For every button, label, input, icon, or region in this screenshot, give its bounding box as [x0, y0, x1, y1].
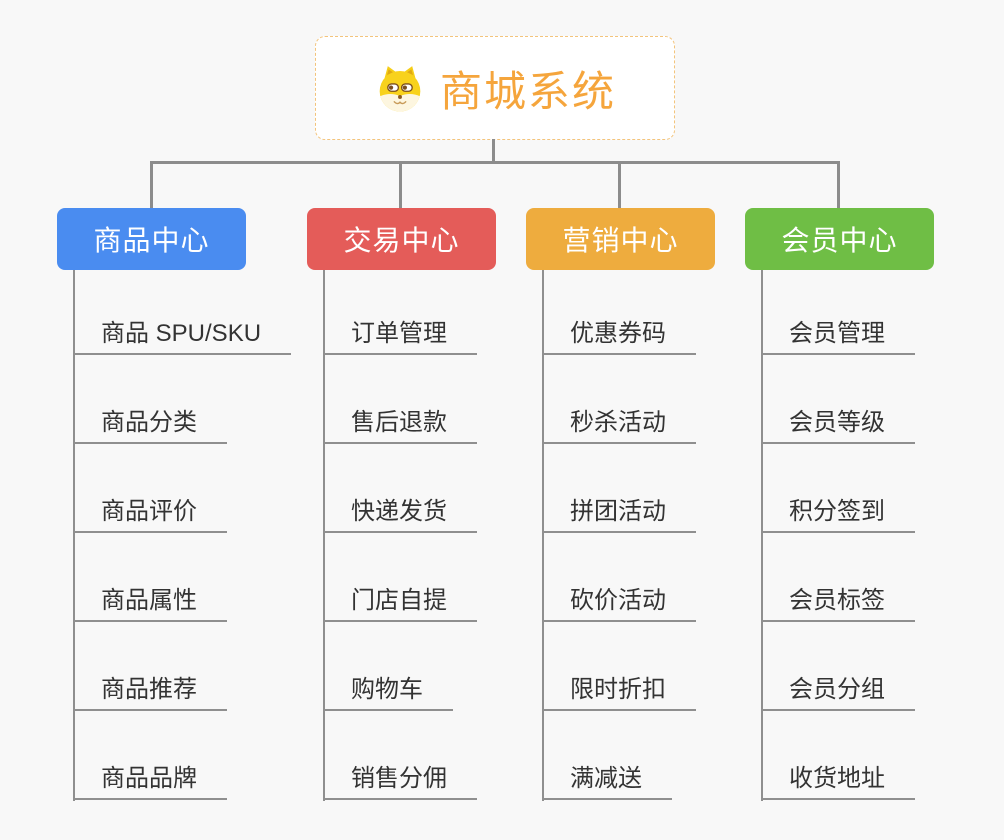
topic-item-label: 订单管理 [351, 319, 447, 347]
topic-item-label: 会员等级 [789, 408, 885, 436]
topic-item[interactable]: 商品分类 [73, 355, 227, 444]
topic-item[interactable]: 砍价活动 [542, 533, 696, 622]
topic-item[interactable]: 满减送 [542, 711, 672, 800]
branch-node-marketing-center[interactable]: 营销中心 [526, 208, 715, 270]
topic-item-label: 会员标签 [789, 586, 885, 614]
topic-item[interactable]: 商品品牌 [73, 711, 227, 800]
connector-drop-member [837, 161, 840, 208]
topic-item-label: 商品 SPU/SKU [101, 319, 262, 347]
topic-item[interactable]: 积分签到 [761, 444, 915, 533]
topic-item[interactable]: 限时折扣 [542, 622, 696, 711]
branch-label: 商品中心 [93, 225, 210, 256]
root-title: 商城系统 [439, 67, 616, 115]
branch-items: 订单管理 售后退款 快递发货 门店自提 购物车 销售分佣 [323, 270, 477, 800]
topic-item-label: 商品分类 [101, 408, 197, 436]
topic-item-label: 商品属性 [101, 586, 197, 614]
topic-item-label: 满减送 [570, 764, 642, 792]
topic-item-label: 砍价活动 [570, 586, 666, 614]
topic-item[interactable]: 秒杀活动 [542, 355, 696, 444]
topic-item-label: 限时折扣 [570, 675, 666, 703]
branch-spine [542, 270, 544, 801]
topic-item-label: 商品品牌 [101, 764, 197, 792]
branch-spine [761, 270, 763, 801]
connector-root-drop [492, 139, 495, 162]
topic-item[interactable]: 商品 SPU/SKU [73, 270, 292, 355]
branch-marketing-center: 营销中心 优惠券码 秒杀活动 拼团活动 砍价活动 限时折扣 满减送 [526, 208, 766, 801]
topic-item[interactable]: 售后退款 [323, 355, 477, 444]
shiba-dog-icon [379, 66, 421, 112]
topic-item-label: 商品评价 [101, 497, 197, 525]
branch-label: 交易中心 [343, 225, 460, 256]
topic-item[interactable]: 会员管理 [761, 270, 915, 355]
topic-item-label: 门店自提 [351, 586, 447, 614]
connector-drop-marketing [618, 161, 621, 208]
connector-drop-trade [399, 161, 402, 208]
topic-item[interactable]: 收货地址 [761, 711, 915, 800]
topic-item-label: 会员分组 [789, 675, 885, 703]
topic-item[interactable]: 门店自提 [323, 533, 477, 622]
topic-item-label: 购物车 [351, 675, 423, 703]
topic-item-label: 积分签到 [789, 497, 885, 525]
branch-product-center: 商品中心 商品 SPU/SKU 商品分类 商品评价 商品属性 商品推荐 商品品牌 [57, 208, 297, 801]
connector-trunk [150, 161, 839, 164]
branch-node-trade-center[interactable]: 交易中心 [307, 208, 496, 270]
topic-item[interactable]: 会员标签 [761, 533, 915, 622]
topic-item-label: 收货地址 [789, 764, 885, 792]
topic-item[interactable]: 销售分佣 [323, 711, 477, 800]
branch-node-member-center[interactable]: 会员中心 [745, 208, 934, 270]
branch-items: 商品 SPU/SKU 商品分类 商品评价 商品属性 商品推荐 商品品牌 [73, 270, 292, 800]
topic-item[interactable]: 订单管理 [323, 270, 477, 355]
branch-trade-center: 交易中心 订单管理 售后退款 快递发货 门店自提 购物车 销售分佣 [307, 208, 547, 801]
topic-item[interactable]: 快递发货 [323, 444, 477, 533]
topic-item[interactable]: 商品属性 [73, 533, 227, 622]
topic-item-label: 拼团活动 [570, 497, 666, 525]
topic-item-label: 会员管理 [789, 319, 885, 347]
connector-drop-product [150, 161, 153, 208]
topic-item-label: 快递发货 [351, 497, 447, 525]
topic-item[interactable]: 商品评价 [73, 444, 227, 533]
topic-item-label: 销售分佣 [351, 764, 447, 792]
branch-label: 会员中心 [781, 225, 898, 256]
branch-items: 会员管理 会员等级 积分签到 会员标签 会员分组 收货地址 [761, 270, 915, 800]
branch-spine [323, 270, 325, 801]
topic-item[interactable]: 拼团活动 [542, 444, 696, 533]
topic-item[interactable]: 会员等级 [761, 355, 915, 444]
branch-node-product-center[interactable]: 商品中心 [57, 208, 246, 270]
topic-item-label: 优惠券码 [570, 319, 666, 347]
branch-spine [73, 270, 75, 801]
topic-item[interactable]: 优惠券码 [542, 270, 696, 355]
topic-item[interactable]: 会员分组 [761, 622, 915, 711]
branch-items: 优惠券码 秒杀活动 拼团活动 砍价活动 限时折扣 满减送 [542, 270, 696, 800]
root-node-mall-system[interactable]: 商城系统 [315, 36, 675, 140]
topic-item[interactable]: 商品推荐 [73, 622, 227, 711]
branch-label: 营销中心 [562, 225, 679, 256]
topic-item-label: 秒杀活动 [570, 408, 666, 436]
branch-member-center: 会员中心 会员管理 会员等级 积分签到 会员标签 会员分组 收货地址 [745, 208, 985, 801]
topic-item-label: 售后退款 [351, 408, 447, 436]
topic-item-label: 商品推荐 [101, 675, 197, 703]
topic-item[interactable]: 购物车 [323, 622, 453, 711]
